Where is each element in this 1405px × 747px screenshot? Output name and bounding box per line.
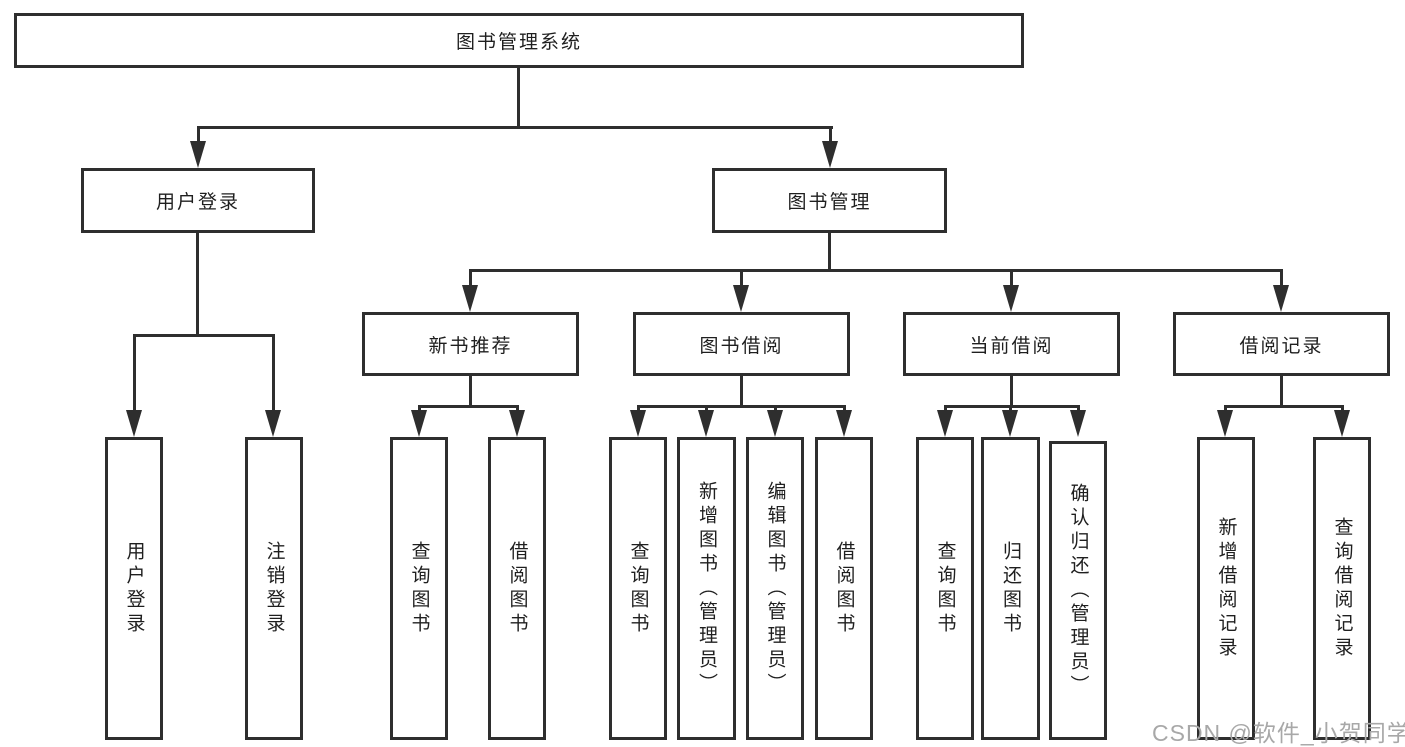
- connector-hline: [469, 269, 1282, 272]
- arrow-down-icon: [1002, 410, 1018, 437]
- leaf-label: 查询图书: [627, 540, 649, 637]
- connector-vline: [828, 232, 831, 272]
- leaf-query-books-recommend: 查询图书: [390, 437, 448, 740]
- leaf-add-book-admin: 新增图书（管理员）: [677, 437, 736, 740]
- arrow-down-icon: [733, 285, 749, 312]
- node-label: 图书管理系统: [455, 32, 582, 53]
- node-label: 借阅记录: [1239, 335, 1324, 357]
- leaf-label: 新增借阅记录: [1215, 516, 1237, 661]
- connector-hline: [637, 405, 845, 408]
- leaf-borrow-books-borrowing: 借阅图书: [815, 437, 873, 740]
- leaf-return-books: 归还图书: [981, 437, 1040, 740]
- node-label: 新书推荐: [428, 335, 513, 357]
- leaf-label: 归还图书: [1000, 540, 1021, 637]
- node-user-login: 用户登录: [81, 168, 315, 233]
- leaf-label: 查询图书: [408, 540, 430, 637]
- leaf-label: 用户登录: [123, 540, 145, 637]
- leaf-label: 借阅图书: [833, 540, 855, 637]
- node-label: 当前借阅: [969, 335, 1054, 357]
- node-current-borrowing: 当前借阅: [903, 312, 1120, 376]
- arrow-down-icon: [190, 141, 206, 168]
- connector-vline: [272, 334, 275, 414]
- node-book-borrowing: 图书借阅: [633, 312, 850, 376]
- connector-vline: [469, 376, 472, 407]
- connector-hline: [133, 334, 275, 337]
- leaf-label: 新增图书（管理员）: [696, 480, 717, 697]
- connector-vline: [196, 232, 199, 336]
- connector-vline: [1010, 376, 1013, 407]
- arrow-down-icon: [265, 410, 281, 437]
- leaf-label: 借阅图书: [506, 540, 528, 637]
- arrow-down-icon: [1070, 410, 1086, 437]
- leaf-label: 确认归还（管理员）: [1067, 482, 1089, 699]
- connector-vline: [469, 269, 472, 291]
- leaf-add-borrow-record: 新增借阅记录: [1197, 437, 1255, 740]
- node-new-book-recommendation: 新书推荐: [362, 312, 579, 376]
- leaf-query-borrow-record: 查询借阅记录: [1313, 437, 1371, 740]
- arrow-down-icon: [1273, 285, 1289, 312]
- connector-hline: [1224, 405, 1343, 408]
- connector-vline: [517, 68, 520, 127]
- connector-vline: [740, 376, 743, 407]
- leaf-label: 编辑图书（管理员）: [764, 480, 786, 697]
- leaf-label: 查询图书: [934, 540, 956, 637]
- arrow-down-icon: [462, 285, 478, 312]
- arrow-down-icon: [126, 410, 142, 437]
- arrow-down-icon: [1334, 410, 1350, 437]
- leaf-borrow-books-recommend: 借阅图书: [488, 437, 546, 740]
- arrow-down-icon: [411, 410, 427, 437]
- leaf-user-login: 用户登录: [105, 437, 163, 740]
- connector-hline: [418, 405, 519, 408]
- node-book-management: 图书管理: [712, 168, 947, 233]
- leaf-query-books-borrowing: 查询图书: [609, 437, 667, 740]
- node-label: 用户登录: [155, 192, 240, 213]
- csdn-watermark: CSDN @软件_小贺同学: [1152, 720, 1405, 746]
- leaf-label: 查询借阅记录: [1331, 516, 1353, 661]
- arrow-down-icon: [937, 410, 953, 437]
- leaf-confirm-return-admin: 确认归还（管理员）: [1049, 441, 1107, 740]
- arrow-down-icon: [509, 410, 525, 437]
- connector-vline: [1280, 376, 1283, 407]
- node-library-management-system: 图书管理系统: [14, 13, 1024, 68]
- arrow-down-icon: [822, 141, 838, 168]
- arrow-down-icon: [698, 410, 714, 437]
- arrow-down-icon: [1003, 285, 1019, 312]
- leaf-edit-book-admin: 编辑图书（管理员）: [746, 437, 804, 740]
- arrow-down-icon: [630, 410, 646, 437]
- node-label: 图书借阅: [699, 335, 784, 357]
- connector-hline: [197, 126, 833, 129]
- arrow-down-icon: [1217, 410, 1233, 437]
- connector-vline: [133, 334, 136, 414]
- arrow-down-icon: [767, 410, 783, 437]
- connector-vline: [1010, 269, 1013, 291]
- node-label: 图书管理: [787, 192, 872, 213]
- arrow-down-icon: [836, 410, 852, 437]
- node-borrowing-records: 借阅记录: [1173, 312, 1390, 376]
- connector-vline: [1280, 269, 1283, 291]
- leaf-query-books-current: 查询图书: [916, 437, 974, 740]
- connector-vline: [740, 269, 743, 291]
- leaf-logout: 注销登录: [245, 437, 303, 740]
- leaf-label: 注销登录: [263, 540, 285, 637]
